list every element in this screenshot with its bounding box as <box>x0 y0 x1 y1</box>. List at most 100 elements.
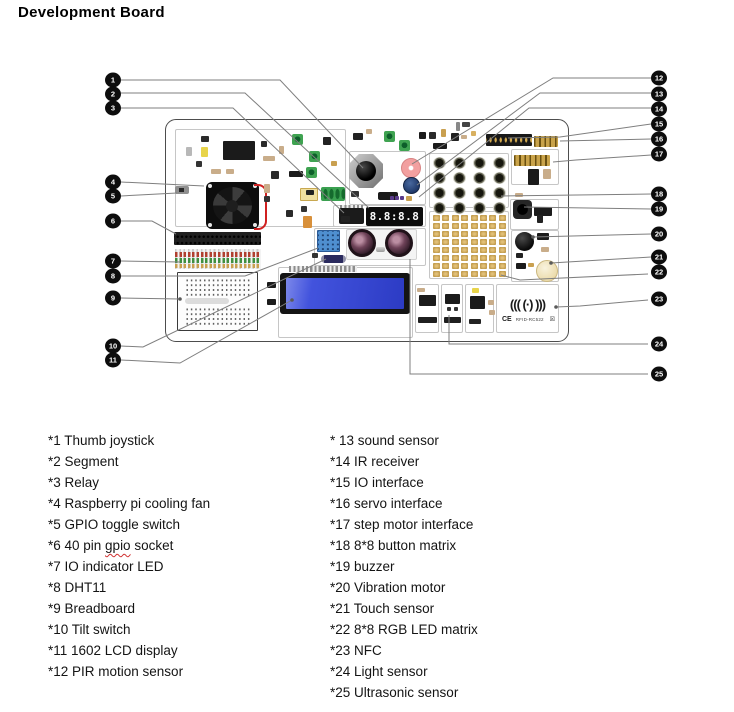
callout-19: 19 <box>651 201 667 216</box>
green-component <box>384 131 395 142</box>
pcb-component <box>445 294 460 304</box>
page-title: Development Board <box>18 4 165 21</box>
rgb-led <box>489 215 497 221</box>
callout-3: 3 <box>105 100 121 116</box>
thumb-joystick <box>349 154 383 188</box>
rgb-led <box>489 239 497 245</box>
legend-item: *22 8*8 RGB LED matrix <box>330 622 478 637</box>
rgb-led <box>479 223 487 229</box>
pcb-component <box>419 132 426 139</box>
legend-item: *12 PIR motion sensor <box>48 664 184 679</box>
gpio-toggle-switch <box>175 186 189 194</box>
rgb-led <box>442 271 450 277</box>
gpio-40pin-socket <box>174 232 261 245</box>
rgb-led <box>451 247 459 253</box>
legend-item: *19 buzzer <box>330 559 395 574</box>
ce-mark: CE <box>502 316 512 323</box>
rgb-led <box>489 231 497 237</box>
pcb-component <box>447 307 451 311</box>
callout-24: 24 <box>651 336 667 351</box>
step-motor-interface <box>514 155 550 166</box>
rgb-led <box>498 239 506 245</box>
pcb-component <box>201 147 208 157</box>
pcb-component <box>537 233 549 240</box>
crystal <box>376 247 385 252</box>
legend-item: *16 servo interface <box>330 496 443 511</box>
pcb-component <box>417 288 425 292</box>
legend-item: *1 Thumb joystick <box>48 433 155 448</box>
pcb-component <box>353 133 363 140</box>
pcb-component <box>271 171 279 179</box>
ir-receiver <box>378 192 398 200</box>
rgb-led <box>489 271 497 277</box>
matrix-button <box>473 187 486 199</box>
callout-18: 18 <box>651 186 667 201</box>
pcb-component <box>267 282 276 288</box>
pcb-component <box>341 216 350 222</box>
pcb-component <box>201 136 209 142</box>
pcb-component <box>226 169 234 174</box>
rgb-led <box>470 231 478 237</box>
legend-left-column: *1 Thumb joystick*2 Segment*3 Relay*4 Ra… <box>48 430 328 682</box>
pcb-component <box>429 132 436 139</box>
rgb-led <box>498 231 506 237</box>
matrix-button <box>493 157 506 169</box>
rgb-led <box>442 255 450 261</box>
pcb-component <box>515 193 523 197</box>
buzzer <box>513 200 532 219</box>
rgb-led <box>479 239 487 245</box>
legend-item: *25 Ultrasonic sensor <box>330 685 459 700</box>
rgb-led <box>498 263 506 269</box>
matrix-button <box>433 157 446 169</box>
rgb-led <box>451 215 459 221</box>
pir-motion-sensor <box>401 158 421 178</box>
legend-item: *10 Tilt switch <box>48 622 131 637</box>
callout-6: 6 <box>105 213 121 229</box>
pcb-component <box>516 263 526 269</box>
callout-12: 12 <box>651 70 667 86</box>
legend-item: *5 GPIO toggle switch <box>48 517 181 532</box>
legend-item: * 13 sound sensor <box>330 433 439 448</box>
pcb-component <box>472 288 479 293</box>
rgb-led <box>479 271 487 277</box>
pcb-component <box>395 196 399 200</box>
pcb-component <box>264 196 270 202</box>
screw-terminal <box>321 187 345 201</box>
joystick-knob <box>356 161 376 181</box>
callout-8: 8 <box>105 268 121 284</box>
pcb-component <box>470 296 485 309</box>
step-motor-ic <box>528 169 539 185</box>
tilt-switch <box>321 255 346 263</box>
callout-9: 9 <box>105 290 121 306</box>
matrix-button <box>433 172 446 184</box>
matrix-button <box>493 202 506 214</box>
green-component <box>292 134 303 145</box>
pcb-component <box>537 215 543 223</box>
rgb-led <box>498 271 506 277</box>
pcb-component <box>286 210 293 217</box>
rgb-led <box>433 239 440 245</box>
io-interface-header <box>486 134 532 146</box>
pcb-component <box>454 307 458 311</box>
legend-item: *4 Raspberry pi cooling fan <box>48 496 211 511</box>
pcb-component <box>351 191 359 197</box>
matrix-button <box>473 172 486 184</box>
pcb-component <box>267 299 276 305</box>
rfid-model-label: RFID-RC522 <box>515 317 544 322</box>
legend-item: *6 40 pin gpio socket <box>48 538 174 553</box>
rgb-led <box>498 247 506 253</box>
pcb-component <box>456 122 460 131</box>
rgb-led <box>489 255 497 261</box>
pcb-component <box>489 310 495 315</box>
sound-sensor <box>403 177 420 194</box>
rgb-led-matrix <box>433 215 506 277</box>
callout-line-23 <box>555 299 649 308</box>
lcd-pin-header <box>289 266 357 272</box>
rgb-led <box>498 255 506 261</box>
pcb-component <box>312 253 318 258</box>
rgb-led <box>489 223 497 229</box>
callout-17: 17 <box>651 146 667 162</box>
rgb-led <box>461 271 469 277</box>
button-matrix <box>433 157 506 214</box>
